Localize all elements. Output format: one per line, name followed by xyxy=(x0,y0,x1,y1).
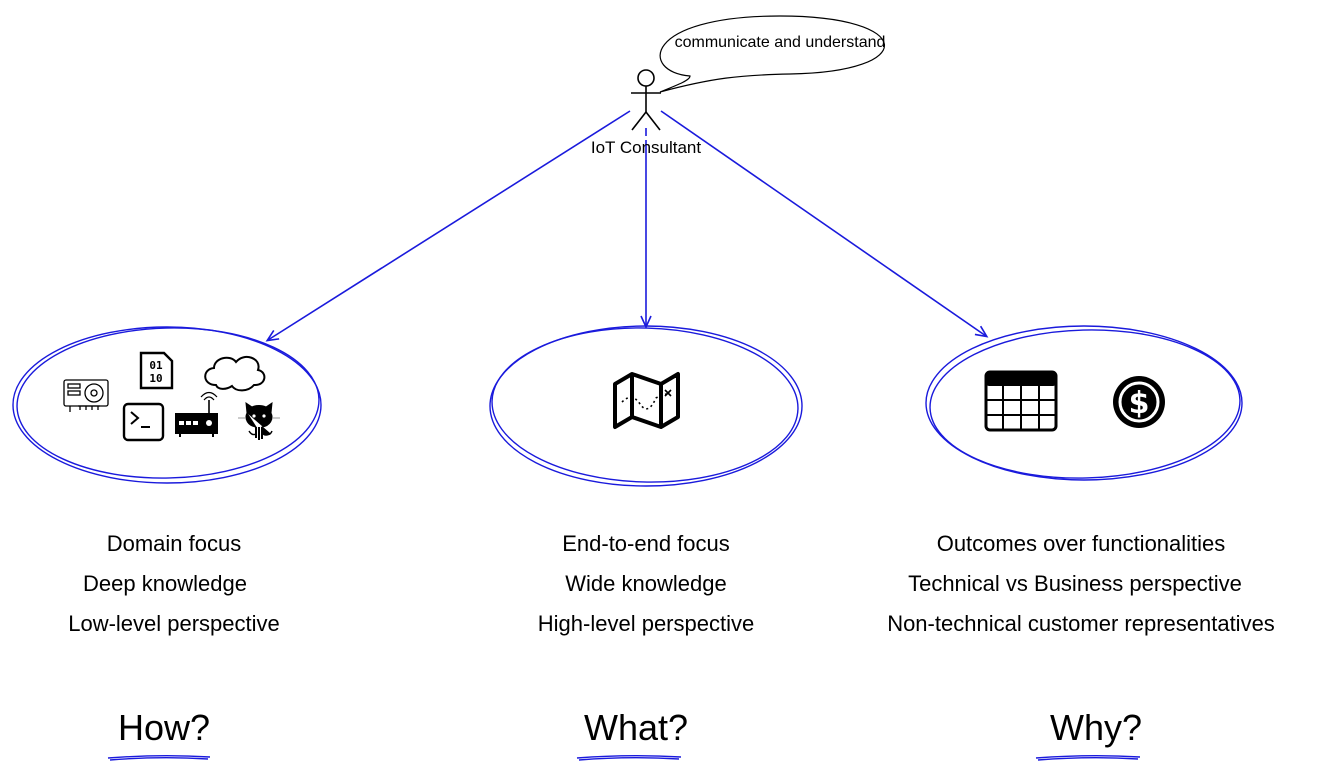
actor-head xyxy=(637,69,655,87)
speech-bubble xyxy=(659,15,885,93)
question-why: Why? xyxy=(1049,707,1143,748)
graphics-card-icon xyxy=(63,379,109,412)
speech-bubble-text: communicate and understand xyxy=(674,34,886,51)
github-octocat-icon xyxy=(238,401,280,440)
binary-file-icon: 01 10 xyxy=(139,351,174,390)
spreadsheet-icon xyxy=(984,370,1058,432)
svg-text:10: 10 xyxy=(149,372,162,385)
router-icon xyxy=(175,391,218,437)
cloud-icon xyxy=(204,355,266,392)
arrow-to-how xyxy=(265,110,631,342)
arrow-to-why xyxy=(660,110,989,338)
how-item-1: Domain focus xyxy=(106,531,242,556)
question-what: What? xyxy=(583,707,689,748)
what-item-3: High-level perspective xyxy=(537,611,755,636)
actor-label: IoT Consultant xyxy=(590,138,702,157)
why-item-3: Non-technical customer representatives xyxy=(887,611,1275,636)
what-item-2: Wide knowledge xyxy=(565,571,727,596)
how-focus-list: Domain focus Deep knowledge Low-level pe… xyxy=(24,524,324,644)
terminal-icon xyxy=(122,402,165,442)
ellipse-what xyxy=(489,325,803,487)
question-how: How? xyxy=(117,707,211,748)
actor-figure xyxy=(631,69,661,131)
what-item-1: End-to-end focus xyxy=(562,531,730,556)
svg-text:01: 01 xyxy=(149,359,163,372)
ellipse-why xyxy=(925,325,1243,481)
question-underlines xyxy=(107,755,1141,761)
why-item-1: Outcomes over functionalities xyxy=(936,531,1226,556)
how-item-3: Low-level perspective xyxy=(68,611,280,636)
map-icon xyxy=(613,372,680,429)
what-focus-list: End-to-end focus Wide knowledge High-lev… xyxy=(496,524,796,644)
dollar-icon: $ xyxy=(1113,376,1165,428)
svg-text:$: $ xyxy=(1129,386,1150,421)
ellipse-how xyxy=(12,326,322,484)
how-item-2: Deep knowledge xyxy=(83,571,247,596)
why-focus-list: Outcomes over functionalities Technical … xyxy=(856,524,1306,644)
connector-arrows xyxy=(265,110,989,342)
why-item-2: Technical vs Business perspective xyxy=(908,571,1242,596)
